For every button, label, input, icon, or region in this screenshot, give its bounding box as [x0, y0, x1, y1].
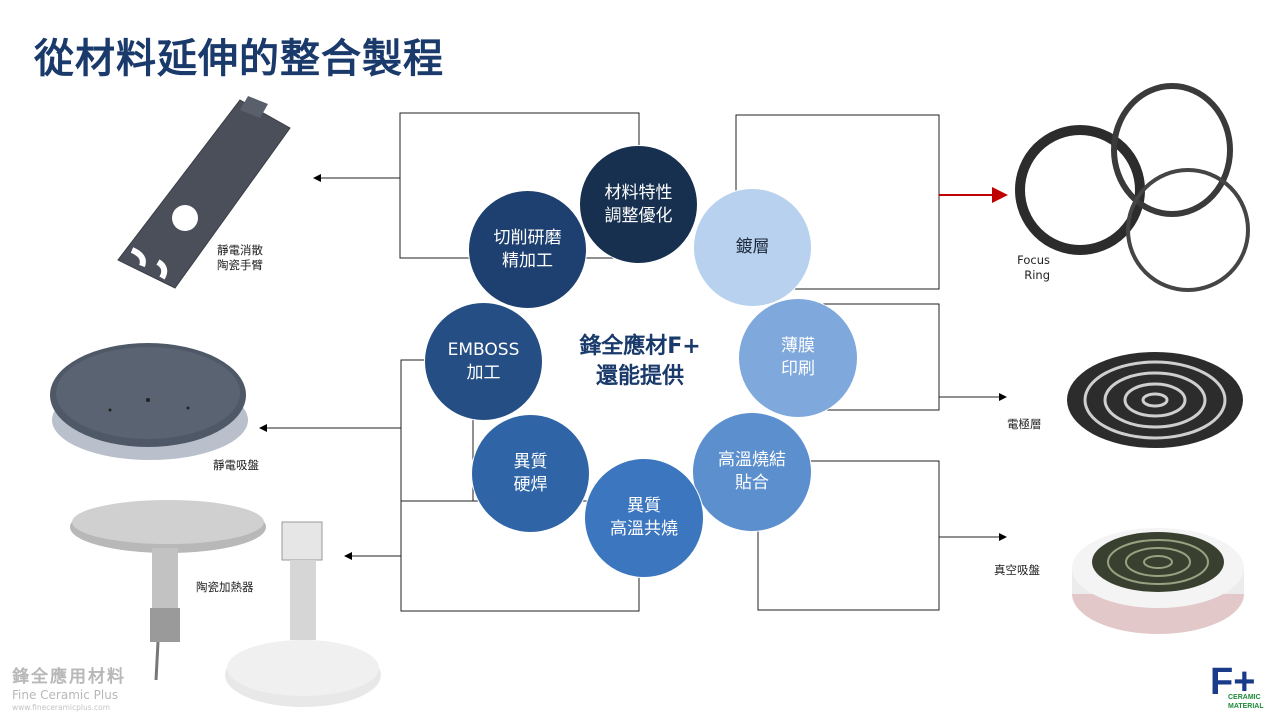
- brand-url: www.fineceramicplus.com: [12, 703, 111, 712]
- label-focus-ring: Focus Ring: [1017, 253, 1050, 282]
- focus-ring-image: [1015, 83, 1250, 292]
- brand-footer: 鋒全應用材料 Fine Ceramic Plus www.fineceramic…: [12, 662, 126, 712]
- process-brazing: 異質 硬焊: [471, 414, 590, 533]
- brand-name-en: Fine Ceramic Plus: [12, 688, 119, 702]
- ceramic-heater-image: [70, 500, 381, 707]
- process-emboss: EMBOSS 加工: [424, 302, 543, 421]
- label-esc: 靜電吸盤: [213, 458, 259, 472]
- process-sintering-bonding: 高溫燒結 貼合: [692, 412, 812, 532]
- center-statement: 鋒全應材F+ 還能提供: [579, 334, 701, 389]
- process-cofiring: 異質 高溫共燒: [584, 458, 704, 578]
- vacuum-chuck-image: [1072, 528, 1244, 634]
- page-title: 從材料延伸的整合製程: [34, 36, 444, 82]
- label-vacuum-chuck: 真空吸盤: [994, 563, 1040, 577]
- label-heater: 陶瓷加熱器: [196, 580, 254, 594]
- process-machining: 切削研磨 精加工: [468, 190, 587, 309]
- electrode-layer-image: [1067, 352, 1243, 448]
- brand-name-zh: 鋒全應用材料: [12, 667, 126, 687]
- ceramic-arm-image: [117, 96, 291, 289]
- logo-line1: CERAMIC: [1228, 694, 1261, 701]
- process-coating: 鍍層: [693, 188, 812, 307]
- bracket-vacuum: [757, 460, 940, 611]
- label-electrode: 電極層: [1007, 417, 1042, 431]
- esc-disk-image: [50, 343, 248, 460]
- process-material-tuning: 材料特性 調整優化: [579, 145, 698, 264]
- process-thin-film-printing: 薄膜 印刷: [738, 298, 858, 418]
- logo-mark: F+: [1210, 661, 1256, 703]
- company-logo: F+ CERAMIC MATERIAL: [1210, 662, 1272, 712]
- logo-line2: MATERIAL: [1228, 703, 1264, 710]
- label-ceramic-arm: 靜電消散 陶瓷手臂: [217, 243, 263, 272]
